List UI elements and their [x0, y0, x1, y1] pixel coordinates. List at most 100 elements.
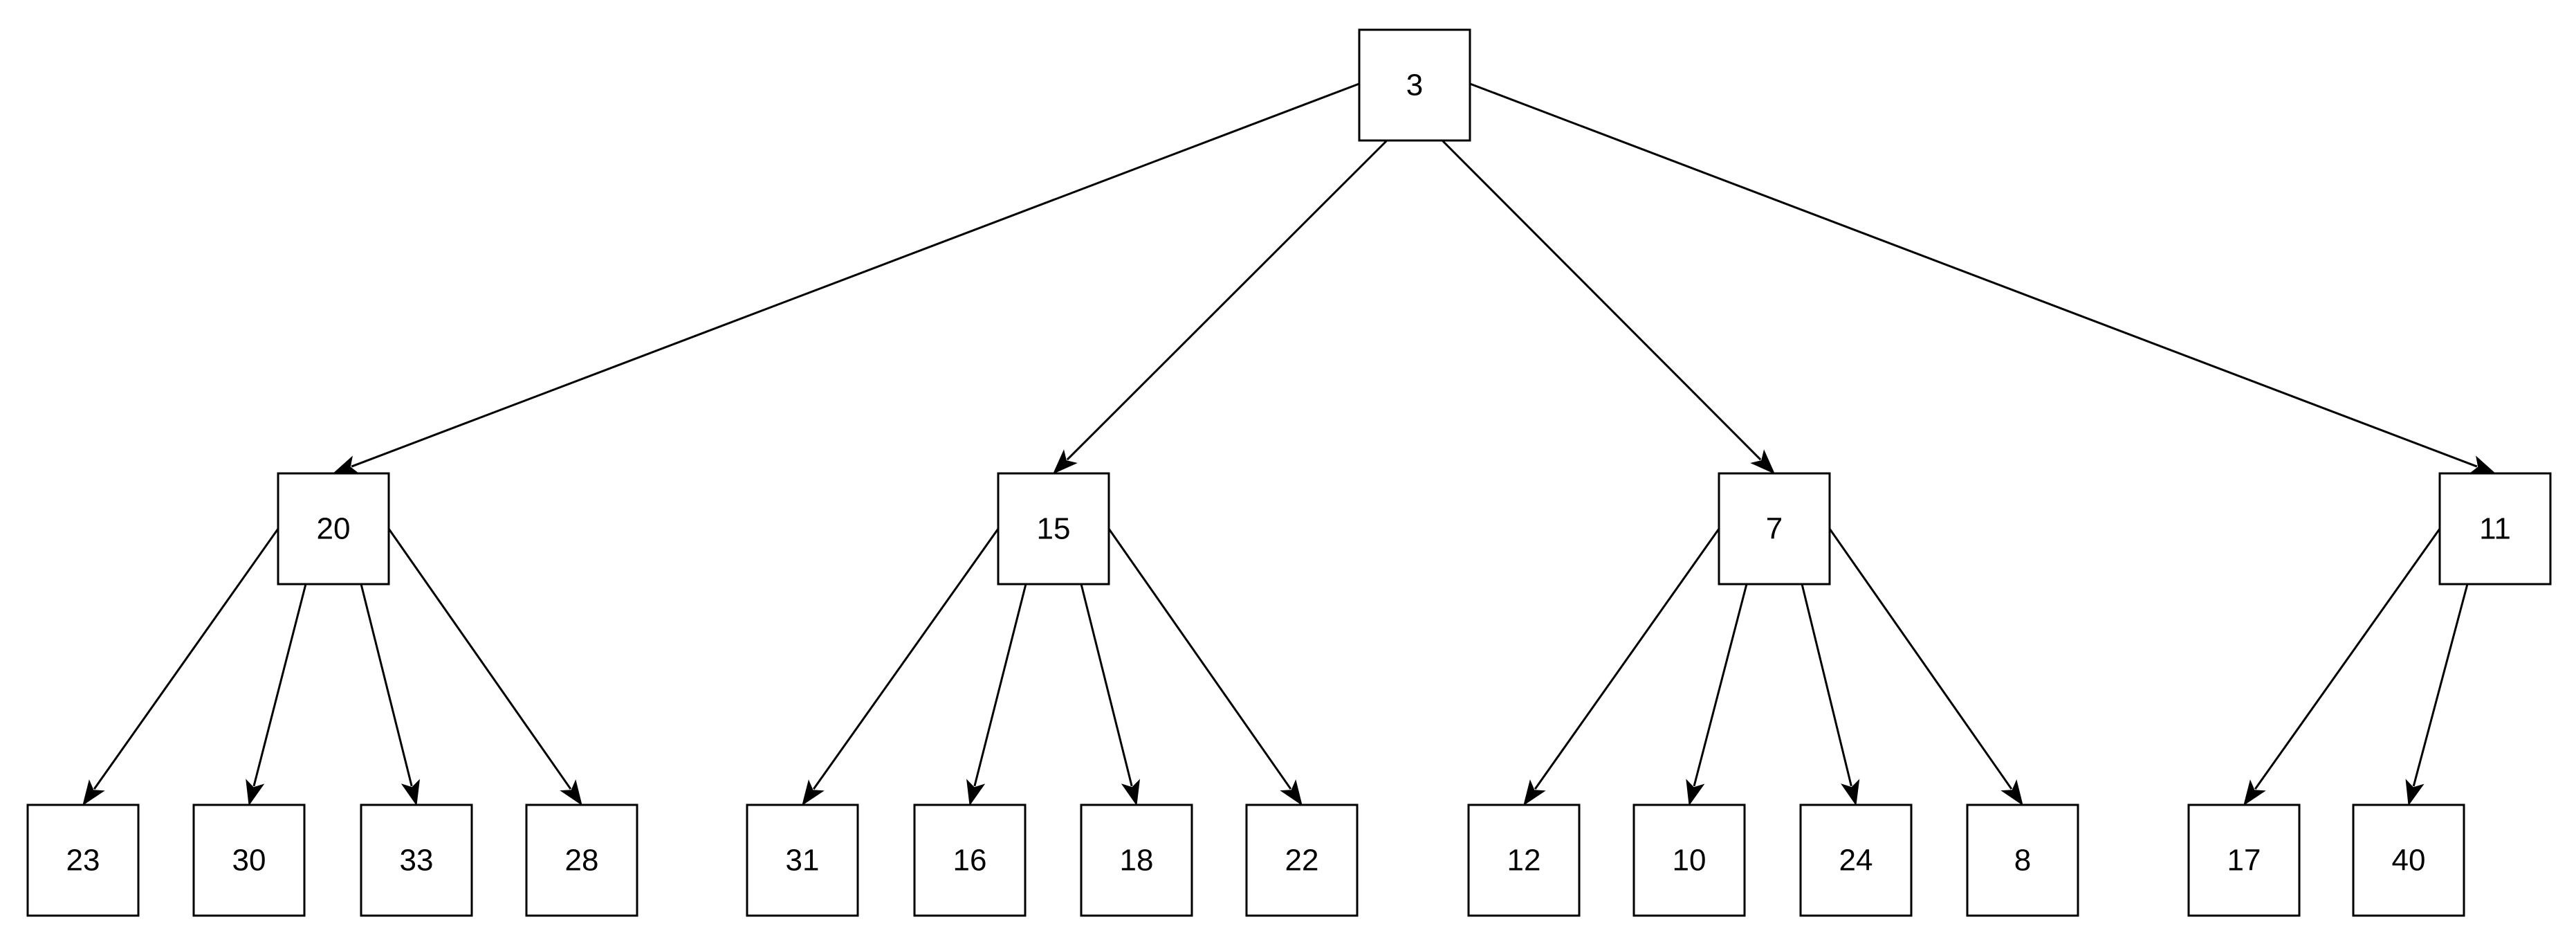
tree-node-leaf: 30 [192, 804, 306, 917]
edge-child-to-leaf [360, 583, 421, 806]
edges-layer [82, 82, 2496, 806]
node-label: 22 [1285, 844, 1319, 878]
node-box [913, 804, 1027, 917]
edge-line [93, 528, 279, 790]
node-label: 11 [2479, 512, 2511, 546]
node-box [277, 472, 390, 586]
node-label: 16 [953, 844, 987, 878]
node-box [1358, 28, 1471, 142]
edge-child-to-leaf [2243, 528, 2441, 806]
tree-node-leaf: 8 [1966, 804, 2079, 917]
node-label: 3 [1406, 69, 1423, 102]
tree-node-leaf: 16 [913, 804, 1027, 917]
arrow-head [560, 779, 582, 806]
edge-line [252, 583, 307, 787]
tree-node-level-1: 7 [1718, 472, 1831, 586]
node-box [26, 804, 140, 917]
arrow-head [1523, 779, 1546, 806]
edge-child-to-leaf [1523, 528, 1720, 806]
tree-node-leaf: 28 [525, 804, 638, 917]
node-box [1632, 804, 1746, 917]
arrow-head [1686, 779, 1705, 806]
edge-line [2254, 528, 2441, 790]
node-label: 23 [66, 844, 100, 878]
node-box [2352, 804, 2465, 917]
node-box [360, 804, 473, 917]
edge-line [387, 528, 572, 790]
arrow-head [82, 779, 105, 806]
edge-child-to-leaf [82, 528, 279, 806]
edge-child-to-leaf [802, 528, 1000, 806]
edge-root-to-child [332, 82, 1360, 474]
tree-node-leaf: 40 [2352, 804, 2465, 917]
node-label: 12 [1507, 844, 1541, 878]
node-label: 30 [232, 844, 266, 878]
tree-node-level-1: 11 [2438, 472, 2552, 586]
arrow-head [1053, 449, 1078, 474]
arrow-head [1841, 779, 1860, 806]
edge-child-to-leaf [387, 528, 582, 806]
arrow-head [2405, 779, 2425, 806]
edge-child-to-leaf [1107, 528, 1303, 806]
edge-line [1693, 583, 1748, 787]
tree-node-level-1: 20 [277, 472, 390, 586]
node-label: 10 [1673, 844, 1706, 878]
arrow-head [2000, 779, 2023, 806]
arrow-head [2243, 779, 2266, 806]
edge-root-to-child [1469, 82, 2496, 474]
node-label: 15 [1037, 512, 1071, 546]
edge-root-to-child [1441, 139, 1775, 474]
node-label: 17 [2227, 844, 2261, 878]
arrow-head [1121, 779, 1141, 806]
tree-node-leaf: 10 [1632, 804, 1746, 917]
node-box [1718, 472, 1831, 586]
node-label: 20 [317, 512, 351, 546]
edge-root-to-child [1053, 139, 1388, 474]
node-box [1467, 804, 1581, 917]
edge-child-to-leaf [1686, 583, 1748, 806]
edge-line [812, 528, 1000, 790]
node-box [2438, 472, 2552, 586]
tree-node-leaf: 24 [1799, 804, 1913, 917]
node-label: 28 [565, 844, 599, 878]
node-label: 8 [2014, 844, 2031, 878]
arrow-head [401, 779, 421, 806]
node-label: 33 [400, 844, 434, 878]
edge-child-to-leaf [246, 583, 307, 806]
edge-line [1066, 139, 1388, 461]
node-box [1245, 804, 1359, 917]
edge-line [1441, 139, 1762, 461]
tree-node-leaf: 23 [26, 804, 140, 917]
node-box [525, 804, 638, 917]
edge-line [1080, 583, 1133, 787]
node-box [1799, 804, 1913, 917]
edge-line [1801, 583, 1852, 787]
node-box [1080, 804, 1193, 917]
edge-child-to-leaf [1801, 583, 1860, 806]
tree-node-leaf: 17 [2187, 804, 2301, 917]
edge-line [1469, 82, 2478, 468]
arrow-head [966, 779, 986, 806]
edge-line [1828, 528, 2013, 790]
arrow-head [246, 779, 265, 806]
node-label: 7 [1766, 512, 1783, 546]
node-box [1966, 804, 2079, 917]
node-box [746, 804, 859, 917]
tree-node-leaf: 22 [1245, 804, 1359, 917]
tree-node-leaf: 33 [360, 804, 473, 917]
edge-line [2412, 583, 2469, 787]
arrow-head [1750, 449, 1775, 474]
tree-node-level-1: 15 [997, 472, 1110, 586]
arrow-head [802, 779, 825, 806]
edge-child-to-leaf [2405, 583, 2469, 806]
node-label: 31 [786, 844, 820, 878]
edge-child-to-leaf [966, 583, 1027, 806]
edge-child-to-leaf [1828, 528, 2023, 806]
node-box [192, 804, 306, 917]
tree-node-leaf: 31 [746, 804, 859, 917]
edge-child-to-leaf [1080, 583, 1141, 806]
edge-line [1107, 528, 1292, 790]
node-label: 40 [2392, 844, 2426, 878]
